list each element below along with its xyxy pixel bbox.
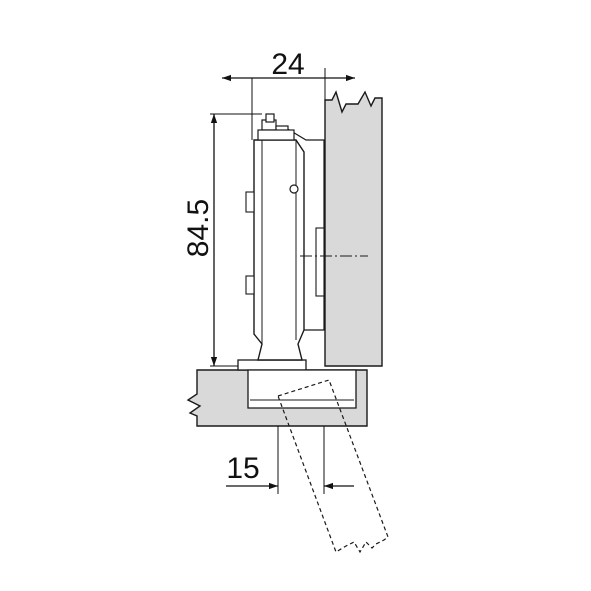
dimension-15-label: 15 bbox=[226, 452, 259, 485]
dimension-84-5: 84.5 bbox=[182, 113, 262, 367]
dimension-15: 15 bbox=[226, 426, 354, 494]
open-door-ghost bbox=[277, 379, 389, 554]
adjustment-screw bbox=[257, 113, 295, 141]
dimension-24-label: 24 bbox=[271, 48, 304, 81]
dimension-84-5-label: 84.5 bbox=[182, 199, 215, 257]
dimension-24: 24 bbox=[222, 48, 355, 140]
hinge-arm bbox=[245, 127, 325, 361]
door-panel bbox=[324, 90, 383, 367]
mounting-plate bbox=[237, 359, 357, 409]
